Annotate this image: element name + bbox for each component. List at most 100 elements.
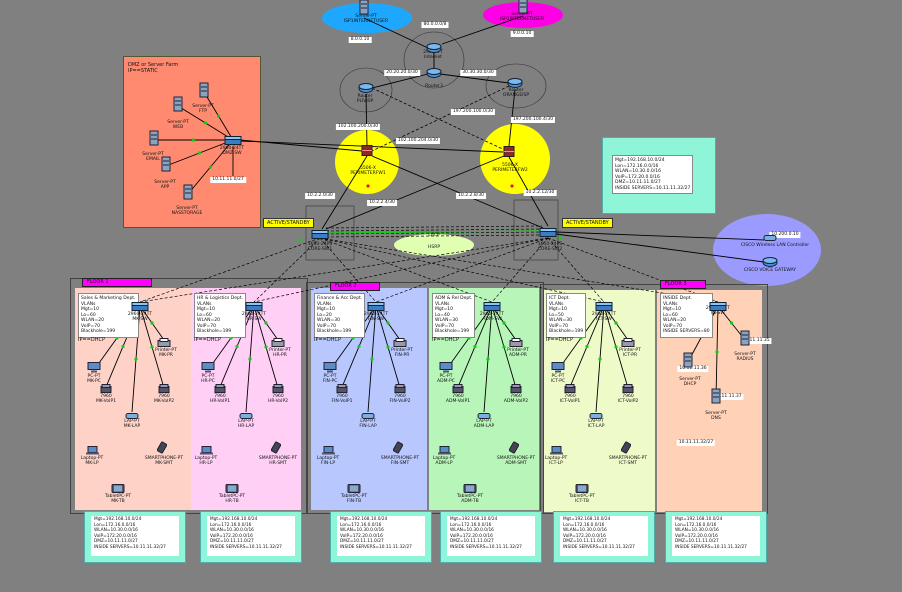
dept-access-point[interactable] [477, 405, 491, 424]
dept-voip-phone-1[interactable] [100, 379, 112, 398]
dept-pc[interactable] [201, 359, 215, 378]
link-status-dot [191, 138, 196, 142]
dept-access-point[interactable] [589, 405, 603, 424]
core-switch-1[interactable] [311, 225, 329, 244]
dept-voip2-label: 7960 ICT-VoIP2 [617, 394, 639, 404]
dept-tablet[interactable] [575, 479, 589, 498]
dept-switch[interactable] [483, 297, 501, 316]
radius-server[interactable] [740, 330, 750, 350]
isp1-server[interactable] [359, 0, 369, 19]
dept-pc[interactable] [439, 359, 453, 378]
core2-access-0 [139, 237, 549, 303]
dept-switch[interactable] [595, 297, 613, 316]
dept-laptop[interactable] [549, 441, 563, 460]
dept-voip-phone-2[interactable] [622, 379, 634, 398]
dept-smartphone[interactable] [156, 439, 168, 458]
perimeter-fw2[interactable] [503, 143, 515, 162]
fw1-core1 [321, 155, 368, 230]
dept-tablet[interactable] [347, 479, 361, 498]
link-status-dot [585, 344, 589, 349]
email-server[interactable] [149, 130, 159, 150]
floor1-box [70, 278, 308, 514]
link-status-dot [386, 345, 390, 349]
dept-pc[interactable] [87, 359, 101, 378]
dept-access-point[interactable] [239, 405, 253, 424]
ftp-server[interactable] [199, 82, 209, 102]
dept-printer[interactable] [509, 333, 523, 352]
core2-wlc [555, 231, 765, 241]
dmz-switch[interactable] [224, 131, 242, 150]
dns-server[interactable] [711, 388, 721, 408]
perimeter-fw1[interactable] [361, 142, 373, 161]
dept-access-point[interactable] [125, 405, 139, 424]
inside-radius-label: Server-PT RADIUS [734, 352, 756, 362]
orangeisp-router[interactable] [507, 74, 523, 93]
dept-access-point[interactable] [361, 405, 375, 424]
dept-voip-phone-2[interactable] [394, 379, 406, 398]
dept-voip-phone-2[interactable] [272, 379, 284, 398]
dept-voip-phone-1[interactable] [336, 379, 348, 398]
dept-switch-label: 2960-24TT ADM-SW [479, 312, 505, 322]
link-status-dot [715, 350, 719, 354]
core-switch-2[interactable] [539, 223, 557, 242]
dept-smartphone[interactable] [392, 439, 404, 458]
dept-switch[interactable] [367, 297, 385, 316]
dept-tablet[interactable] [463, 479, 477, 498]
dept-pc[interactable] [551, 359, 565, 378]
org-fw1-link [371, 85, 510, 152]
plivisp-router[interactable] [358, 79, 374, 98]
ip-plan-text: Mgt=192.168.10.0/24 Lon=172.16.0.0/16 WL… [560, 516, 648, 556]
mgmt-card-text: Mgt=192.168.10.0/24 Lon=172.16.0.0/16 WL… [612, 155, 694, 194]
dept-printer[interactable] [157, 333, 171, 352]
dept-printer-label: Printer-PT ICT-PR [619, 348, 641, 358]
dept-voip-phone-2[interactable] [510, 379, 522, 398]
link-status-dot [150, 345, 154, 349]
dept-tablet[interactable] [111, 479, 125, 498]
dept-voip-phone-1[interactable] [564, 379, 576, 398]
core1-access-5 [319, 237, 719, 303]
wireless-lan-controller[interactable] [763, 227, 777, 246]
floor1-tag: FLOOR 1 [82, 278, 152, 287]
app-server[interactable] [161, 156, 171, 176]
dept-voip-phone-1[interactable] [214, 379, 226, 398]
core2-access-1 [253, 237, 549, 303]
dept-laptop[interactable] [437, 441, 451, 460]
dept-printer[interactable] [621, 333, 635, 352]
link-status-dot [502, 321, 506, 325]
dept-printer[interactable] [271, 333, 285, 352]
dept-laptop[interactable] [321, 441, 335, 460]
isp2-server[interactable] [518, 0, 528, 18]
nas-server[interactable] [183, 184, 193, 204]
dept-tablet[interactable] [225, 479, 239, 498]
dept-voip1-label: 7960 FIN-VoIP1 [331, 394, 353, 404]
dept-smartphone[interactable] [508, 439, 520, 458]
dept-laptop[interactable] [85, 441, 99, 460]
link-status-dot [473, 344, 477, 349]
router3-label: Router3 [425, 84, 443, 89]
dhcp-server[interactable] [683, 352, 693, 372]
dmz-subnet: 10.11.11.0/27 [210, 177, 246, 183]
dept-laptop[interactable] [199, 441, 213, 460]
dept-smartphone-label: SMARTPHONE-PT HR-SMT [258, 456, 298, 466]
server-app-label: Server-PT APP [154, 180, 176, 190]
dept-ip-mode: IP==DHCP [194, 337, 221, 343]
dept-switch[interactable] [131, 297, 149, 316]
dept-smartphone[interactable] [620, 439, 632, 458]
ip-plan-card: Mgt=192.168.10.0/24 Lon=172.16.0.0/16 WL… [84, 511, 186, 563]
voice-gateway[interactable] [762, 253, 778, 272]
dmz-title: DMZ or Server Farm IP==STATIC [128, 62, 179, 74]
dept-switch[interactable] [245, 297, 263, 316]
dept-pc[interactable] [323, 359, 337, 378]
router3[interactable] [426, 64, 442, 83]
dept-voip-phone-2[interactable] [158, 379, 170, 398]
internet-router[interactable] [426, 39, 442, 58]
web-server[interactable] [173, 96, 183, 116]
dept-smartphone[interactable] [270, 439, 282, 458]
core1-access-0 [139, 237, 321, 303]
dept-title: Finance & Acc Dept. VLANs Mgt=10 Lo=20 W… [314, 293, 366, 338]
inside-switch[interactable] [709, 297, 727, 316]
link-status-dot [502, 345, 506, 349]
dept-printer[interactable] [393, 333, 407, 352]
dept-voip-phone-1[interactable] [452, 379, 464, 398]
